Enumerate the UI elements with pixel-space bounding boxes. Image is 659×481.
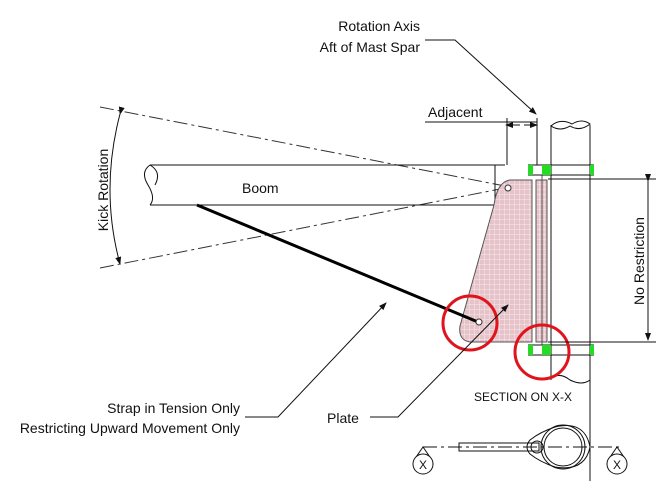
- kick-rotation-label: Kick Rotation: [95, 149, 111, 231]
- strap-leader: [245, 302, 387, 418]
- no-restriction-dimension: [548, 174, 656, 343]
- adjacent-label: Adjacent: [428, 104, 483, 120]
- highlight-circle-fitting: [513, 323, 571, 381]
- svg-text:X: X: [419, 458, 427, 472]
- no-restriction-label: No Restriction: [631, 217, 647, 305]
- kick-rotation-lines: [99, 106, 511, 269]
- strap-attachment: [475, 318, 483, 326]
- pivot-point: [504, 184, 512, 192]
- upper-fitting: [528, 164, 594, 176]
- section-marker-left: X: [412, 453, 434, 475]
- adjacent-dimension: [425, 118, 538, 165]
- plate-leader: [370, 304, 509, 418]
- strap-label-line1: Strap in Tension Only: [107, 400, 240, 416]
- svg-text:X: X: [613, 458, 621, 472]
- boom-label: Boom: [242, 180, 279, 196]
- kick-rotation-arc: [109, 106, 125, 265]
- rotation-axis-label-line1: Rotation Axis: [338, 18, 420, 34]
- section-marker-right: X: [606, 453, 628, 475]
- plate-label: Plate: [327, 410, 359, 426]
- lower-fitting: [528, 344, 594, 356]
- highlight-circle-strap: [441, 294, 499, 352]
- strap-label-line2: Restricting Upward Movement Only: [20, 420, 240, 436]
- section-title: SECTION ON X-X: [474, 390, 572, 404]
- strap: [196, 203, 479, 324]
- section-view: [413, 424, 627, 470]
- rotation-axis-leader: [425, 39, 537, 115]
- rotation-axis-label-line2: Aft of Mast Spar: [320, 39, 421, 55]
- plate: [459, 179, 533, 343]
